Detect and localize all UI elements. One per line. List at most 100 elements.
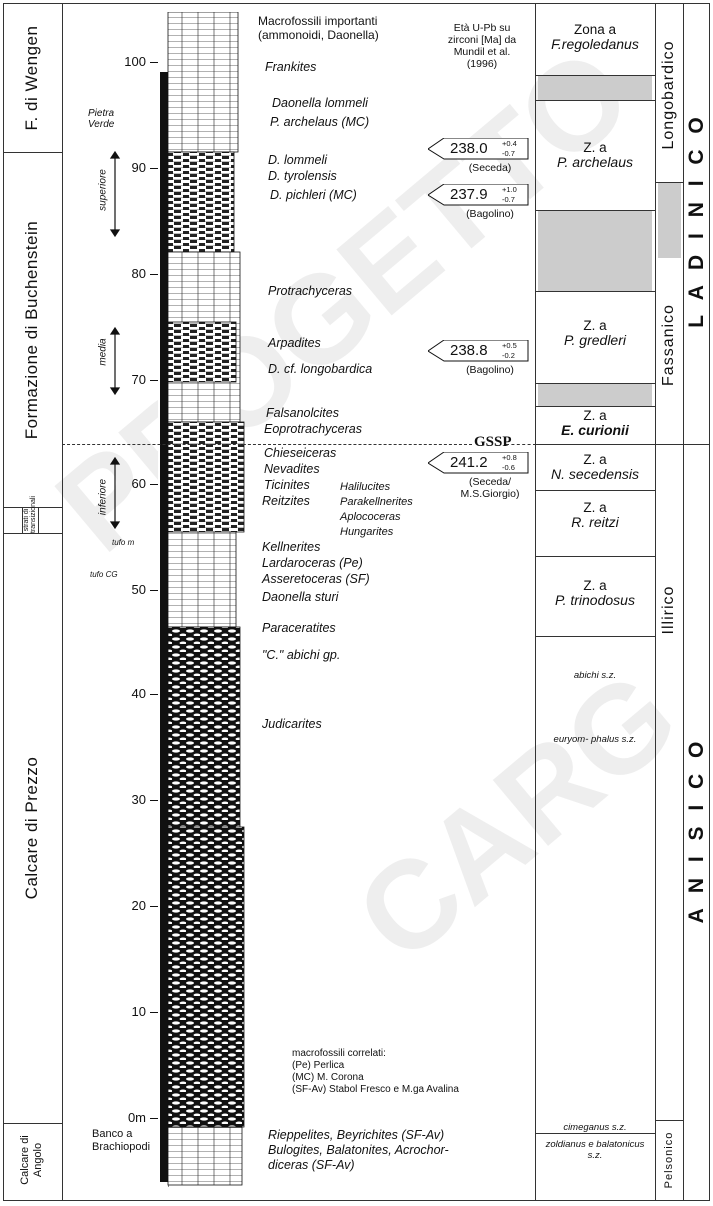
depth-tick-label: 30 bbox=[106, 792, 146, 807]
fossil-name: Halilucites bbox=[340, 480, 390, 494]
formation-wengen: F. di Wengen bbox=[22, 26, 42, 131]
zone-divider bbox=[535, 636, 655, 637]
depth-tick-label: 80 bbox=[106, 266, 146, 281]
zone-divider bbox=[535, 1133, 655, 1134]
depth-tick bbox=[150, 168, 158, 169]
subzone-label: cimeganus s.z. bbox=[540, 1122, 650, 1133]
formation-divider bbox=[3, 1123, 62, 1124]
zone-name: P. trinodosus bbox=[537, 593, 653, 608]
fossil-name: P. archelaus (MC) bbox=[270, 115, 369, 129]
fossil-name: Kellnerites bbox=[262, 540, 320, 554]
zone-prefix: Z. a bbox=[537, 578, 653, 593]
gssp-line bbox=[62, 444, 472, 445]
substage-divider bbox=[655, 1120, 683, 1121]
fossil-name: Parakellnerites bbox=[340, 495, 413, 509]
depth-tick-label: 100 bbox=[106, 54, 146, 69]
formation-buchenstein: Formazione di Buchenstein bbox=[22, 221, 42, 440]
zone-divider bbox=[535, 490, 655, 491]
depth-tick bbox=[150, 800, 158, 801]
legend-line: macrofossili correlati: bbox=[292, 1048, 386, 1059]
zone-name: P. archelaus bbox=[537, 155, 653, 170]
depth-tick bbox=[150, 590, 158, 591]
fossil-name: Chieseiceras bbox=[264, 446, 336, 460]
fossil-name: D. cf. longobardica bbox=[268, 362, 372, 376]
zone-name: E. curionii bbox=[537, 423, 653, 438]
depth-tick-label: 70 bbox=[106, 372, 146, 387]
zone-divider bbox=[535, 556, 655, 557]
zone-prefix: Z. a bbox=[537, 500, 653, 515]
substage-illirico: Illirico bbox=[660, 586, 678, 635]
date-error-plus: +1.0 bbox=[502, 185, 517, 194]
date-value: 238.0 bbox=[450, 140, 488, 157]
legend-line: (SF-Av) Stabol Fresco e M.ga Avalina bbox=[292, 1084, 459, 1095]
zone-divider bbox=[535, 444, 655, 445]
date-error-minus: -0.6 bbox=[502, 463, 515, 472]
date-value: 237.9 bbox=[450, 186, 488, 203]
ages-header: Età U-Pb su zirconi [Ma] da Mundil et al… bbox=[442, 22, 522, 70]
date-error-minus: -0.7 bbox=[502, 149, 515, 158]
strati-divider bbox=[38, 507, 39, 533]
formation-strati: strati di transizionali bbox=[23, 507, 37, 533]
stage-ladinico: L A D I N I C O bbox=[685, 112, 709, 327]
substage-pelsonico: Pelsonico bbox=[663, 1132, 675, 1189]
date-site: (Seceda) bbox=[440, 162, 540, 174]
zone-divider bbox=[535, 291, 655, 292]
fossils-header: Macrofossili importanti (ammonoidi, Daon… bbox=[258, 14, 428, 42]
zone-prefix: Z. a bbox=[537, 452, 653, 467]
fossil-name: D. pichleri (MC) bbox=[270, 188, 357, 202]
fossil-name: Frankites bbox=[265, 60, 316, 74]
gray-gap bbox=[538, 384, 652, 406]
zone-label: Z. aN. secedensis bbox=[537, 452, 653, 482]
depth-tick bbox=[150, 1118, 158, 1119]
date-box: 238.0 +0.4-0.7 bbox=[428, 138, 532, 160]
depth-tick bbox=[150, 694, 158, 695]
date-error-plus: +0.4 bbox=[502, 139, 517, 148]
date-value: 238.8 bbox=[450, 342, 488, 359]
fossil-name: Hungarites bbox=[340, 525, 393, 539]
zone-prefix: Zona a bbox=[537, 22, 653, 37]
date-site: (Bagolino) bbox=[440, 208, 540, 220]
fossil-name: Arpadites bbox=[268, 336, 321, 350]
member-media: media bbox=[98, 338, 109, 365]
fossil-name: Paraceratites bbox=[262, 621, 336, 635]
fossil-name: diceras (SF-Av) bbox=[268, 1158, 355, 1172]
date-error-plus: +0.8 bbox=[502, 453, 517, 462]
depth-tick bbox=[150, 62, 158, 63]
date-error-minus: -0.7 bbox=[502, 195, 515, 204]
tufo-m-label: tufo m bbox=[112, 538, 134, 548]
fossil-name: Reitzites bbox=[262, 494, 310, 508]
fossil-name: Judicarites bbox=[262, 717, 322, 731]
banco-label: Banco a Brachiopodi bbox=[92, 1128, 162, 1154]
fossil-name: Bulogites, Balatonites, Acrochor- bbox=[268, 1143, 449, 1157]
subzone-label: zoldianus e balatonicus s.z. bbox=[540, 1139, 650, 1161]
depth-tick-label: 50 bbox=[106, 582, 146, 597]
member-arrows bbox=[108, 150, 122, 570]
gssp-label: GSSP bbox=[474, 434, 512, 451]
zone-name: F.regoledanus bbox=[537, 37, 653, 52]
stage-anisico: A N I S I C O bbox=[685, 737, 709, 924]
zone-name: R. reitzi bbox=[537, 515, 653, 530]
substage-longobardico: Longobardico bbox=[660, 41, 678, 150]
fossil-name: Daonella lommeli bbox=[272, 96, 368, 110]
substage-divider bbox=[655, 444, 683, 445]
stratigraphic-column bbox=[158, 12, 250, 1187]
fossil-name: Rieppelites, Beyrichites (SF-Av) bbox=[268, 1128, 444, 1142]
fossil-name: Asseretoceras (SF) bbox=[262, 572, 370, 586]
stage-divider bbox=[683, 444, 710, 445]
zone-divider bbox=[535, 406, 655, 407]
gray-gap bbox=[658, 183, 681, 258]
legend-line: (MC) M. Corona bbox=[292, 1072, 364, 1083]
depth-tick-label: 90 bbox=[106, 160, 146, 175]
divider-formations bbox=[62, 3, 63, 1201]
fossil-name: D. lommeli bbox=[268, 153, 327, 167]
depth-tick bbox=[150, 274, 158, 275]
fossil-name: Eoprotrachyceras bbox=[264, 422, 362, 436]
date-site: (Bagolino) bbox=[440, 364, 540, 376]
date-value: 241.2 bbox=[450, 454, 488, 471]
subzone-label: euryom- phalus s.z. bbox=[540, 734, 650, 745]
tufo-cg-label: tufo CG bbox=[90, 570, 118, 580]
legend-line: (Pe) Perlica bbox=[292, 1060, 344, 1071]
